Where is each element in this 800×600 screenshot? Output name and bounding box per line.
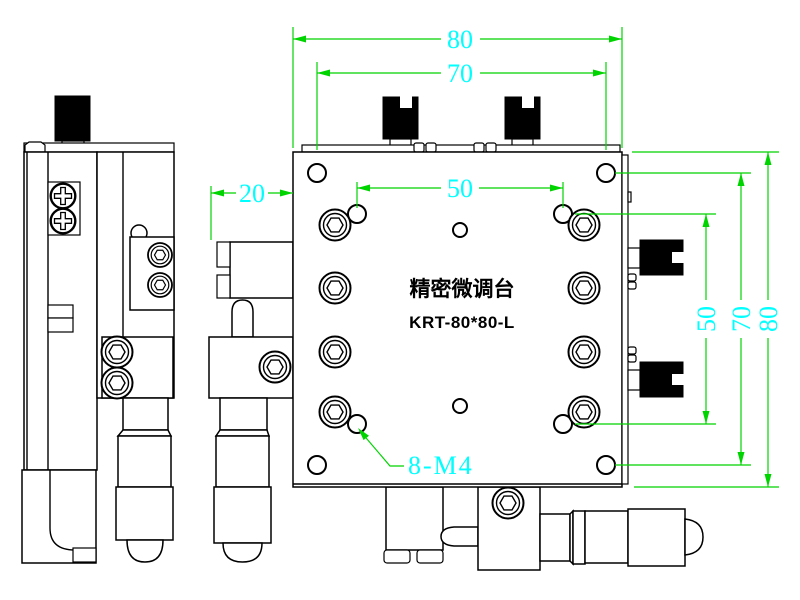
corner-hole	[307, 455, 327, 475]
dimensions: 80 70 50 20 50 70	[210, 25, 783, 488]
dimension-side-offset: 20	[211, 179, 293, 208]
clamp-tab	[627, 346, 637, 355]
clamp-tab	[627, 281, 637, 290]
plan-view: 精密微调台 KRT-80*80-L	[292, 96, 684, 488]
top-strip	[23, 142, 175, 153]
micrometer-barrel	[584, 510, 629, 564]
top-strip	[301, 144, 621, 153]
dim-value: 80	[447, 25, 473, 54]
micrometer-thimble	[627, 508, 686, 567]
bracket-foot	[72, 547, 97, 563]
micrometer-cap	[126, 539, 164, 563]
micrometer-barrel	[117, 435, 172, 488]
micrometer-taper	[116, 429, 173, 437]
knob-notch	[522, 96, 534, 108]
corner-hole	[596, 455, 616, 475]
side-view-left	[21, 95, 175, 564]
dimension-plate-height: 80	[754, 152, 783, 487]
center-hole	[452, 398, 468, 414]
socket-screw-icon	[318, 271, 352, 305]
step-block	[47, 304, 74, 319]
clamp-tab	[473, 142, 485, 153]
product-model: KRT-80*80-L	[409, 313, 515, 332]
corner-hole	[596, 163, 616, 183]
dim-value: 70	[727, 306, 756, 332]
foot-pad	[416, 549, 444, 564]
clamp-tab	[627, 354, 637, 363]
micrometer-cap	[684, 518, 704, 556]
m4-tapped-hole	[347, 414, 367, 434]
knob-stem	[627, 369, 641, 391]
dimension-top-outer: 80	[293, 25, 622, 54]
dim-value: 70	[447, 59, 473, 88]
dim-value: 50	[447, 174, 473, 203]
drive-block-tab	[216, 241, 231, 268]
knob-notch	[672, 374, 684, 385]
clamp-tab	[24, 141, 46, 153]
micrometer-taper	[214, 429, 271, 437]
micrometer-thimble	[213, 486, 272, 544]
foot-pad	[383, 549, 411, 564]
clamp-tab	[413, 142, 425, 153]
dimension-hole-spacing-h: 50	[357, 174, 563, 203]
socket-screw-icon	[318, 208, 352, 242]
product-title: 精密微调台	[410, 277, 515, 301]
knob-notch	[672, 252, 684, 263]
thread-callout-value: 8-M4	[408, 451, 474, 480]
dim-value: 50	[692, 306, 721, 332]
micrometer-stem	[122, 397, 169, 431]
clamp-tab	[425, 142, 437, 153]
spindle-pin	[440, 526, 479, 547]
socket-screw-icon	[491, 486, 525, 520]
micrometer-stem	[539, 513, 571, 562]
center-hole	[452, 222, 468, 238]
knob-stem	[627, 247, 641, 269]
thread-callout: 8-M4	[358, 428, 474, 480]
clamp-tab	[485, 142, 497, 153]
drive-block-tab	[216, 274, 231, 299]
drive-block	[229, 241, 294, 299]
spindle-pin	[231, 299, 254, 338]
adjust-knob-icon	[54, 95, 91, 142]
micrometer-stem	[219, 397, 268, 431]
socket-screw-icon	[318, 395, 352, 429]
micrometer-cap	[222, 542, 263, 563]
socket-screw-icon	[567, 335, 601, 369]
socket-screw-icon	[318, 335, 352, 369]
dimension-top-inner: 70	[317, 59, 606, 88]
fillet-arc	[49, 527, 76, 551]
right-strip	[621, 154, 629, 485]
socket-screw-icon	[147, 242, 173, 268]
socket-screw-icon	[567, 271, 601, 305]
dimension-corner-spacing-v: 70	[727, 173, 756, 465]
socket-screw-icon	[258, 350, 292, 384]
socket-screw-icon	[147, 272, 173, 298]
slide-block	[385, 486, 444, 551]
micrometer-thimble	[115, 486, 174, 541]
phillips-screw-icon	[49, 182, 77, 210]
micrometer-ring	[572, 510, 586, 565]
socket-screw-icon	[100, 335, 134, 369]
micrometer-barrel	[215, 435, 270, 488]
clamp-tab	[627, 273, 637, 282]
knob-notch	[400, 96, 412, 108]
dim-value: 80	[754, 306, 783, 332]
step-block	[47, 317, 74, 333]
side-assembly-projection	[208, 241, 294, 563]
edge-tab	[627, 191, 632, 203]
socket-screw-icon	[567, 395, 601, 429]
corner-hole	[307, 163, 327, 183]
dimension-hole-spacing-v: 50	[692, 214, 721, 424]
socket-screw-icon	[100, 366, 134, 400]
dim-value: 20	[239, 179, 265, 208]
front-view-bottom	[383, 486, 704, 571]
phillips-screw-icon	[49, 207, 77, 235]
